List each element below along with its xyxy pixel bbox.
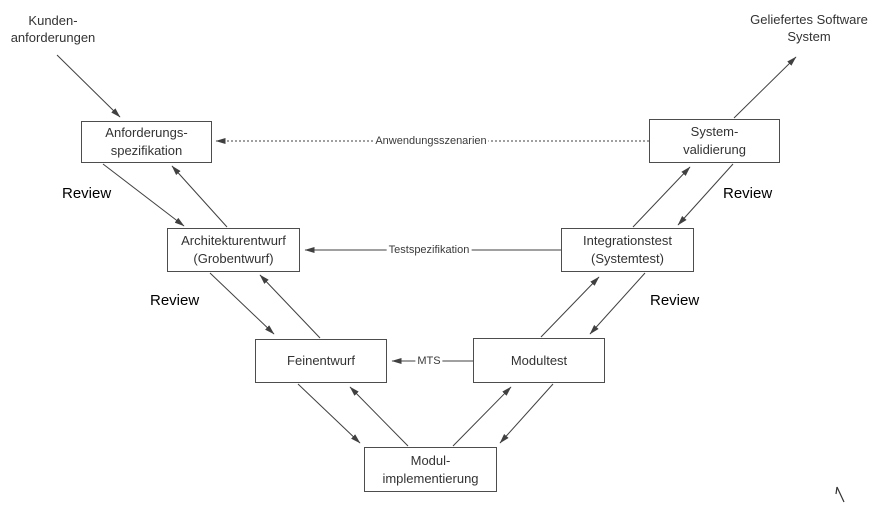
arrow-systemvalidierung-to-integrationstest-review — [677, 163, 734, 226]
label-testspezifikation: Testspezifikation — [386, 244, 472, 256]
box-label-line: Modultest — [510, 352, 568, 368]
arrow-architektur-to-anforderung-review — [171, 165, 228, 228]
label-review-left-top: Review — [62, 185, 112, 202]
box-modultest: Modultest — [473, 338, 605, 383]
box-label-line: implementierung — [382, 470, 479, 486]
box-label-line: spezifikation — [110, 143, 183, 158]
cursor-mark — [835, 486, 845, 503]
arrow-modultest-to-integrationstest — [540, 276, 600, 338]
box-label-line: Architekturentwurf — [181, 233, 286, 249]
box-label-line: validierung — [683, 142, 746, 157]
arrow-modulimplementierung-to-feinentwurf-review — [349, 386, 409, 447]
label-mts: MTS — [415, 355, 443, 367]
arrow-anforderung-to-architektur — [102, 163, 185, 227]
label-kundenanforderungen: Kunden- anforderungen — [2, 13, 104, 47]
label-review-right-top: Review — [723, 185, 773, 202]
box-integrationstest: Integrationstest (Systemtest) — [561, 228, 694, 272]
box-label-line: Modul- — [410, 452, 451, 468]
box-systemvalidierung: System- validierung — [649, 119, 780, 163]
arrow-modulimplementierung-to-modultest — [452, 386, 512, 447]
box-label-line: (Systemtest) — [591, 251, 664, 266]
ext-label-line: Kunden- — [28, 13, 78, 28]
ext-label-line: Geliefertes Software — [750, 12, 868, 27]
box-label-line: Integrationstest — [583, 233, 672, 249]
arrow-feinentwurf-to-modulimplementierung — [297, 383, 361, 444]
arrow-integrationstest-to-systemvalidierung — [632, 166, 691, 228]
ext-label-line: System — [787, 28, 831, 44]
arrow-systemvalidierung-to-geliefertes-system — [733, 56, 797, 119]
box-anforderungsspezifikation: Anforderungs- spezifikation — [81, 121, 212, 163]
box-modulimplementierung: Modul- implementierung — [364, 447, 497, 492]
box-label-line: System- — [690, 124, 739, 140]
label-review-right-middle: Review — [650, 292, 700, 309]
arrow-architektur-to-feinentwurf — [209, 272, 275, 335]
label-anwendungsszenarien: Anwendungsszenarien — [373, 135, 489, 147]
arrow-integrationstest-to-modultest-review — [589, 272, 646, 335]
box-feinentwurf: Feinentwurf — [255, 339, 387, 383]
label-geliefertes-software-system: Geliefertes Software System — [744, 12, 874, 46]
box-label-line: Feinentwurf — [287, 353, 355, 369]
ext-label-line: anforderungen — [10, 29, 96, 45]
arrow-feinentwurf-to-architektur-review — [259, 274, 321, 339]
label-review-left-middle: Review — [150, 292, 200, 309]
arrow-modultest-to-modulimplementierung-review — [499, 383, 554, 444]
arrow-kundenanforderungen-to-anforderungsspezifikation — [56, 54, 121, 118]
box-architekturentwurf: Architekturentwurf (Grobentwurf) — [167, 228, 300, 272]
box-label-line: (Grobentwurf) — [193, 251, 274, 266]
box-label-line: Anforderungs- — [105, 125, 188, 141]
